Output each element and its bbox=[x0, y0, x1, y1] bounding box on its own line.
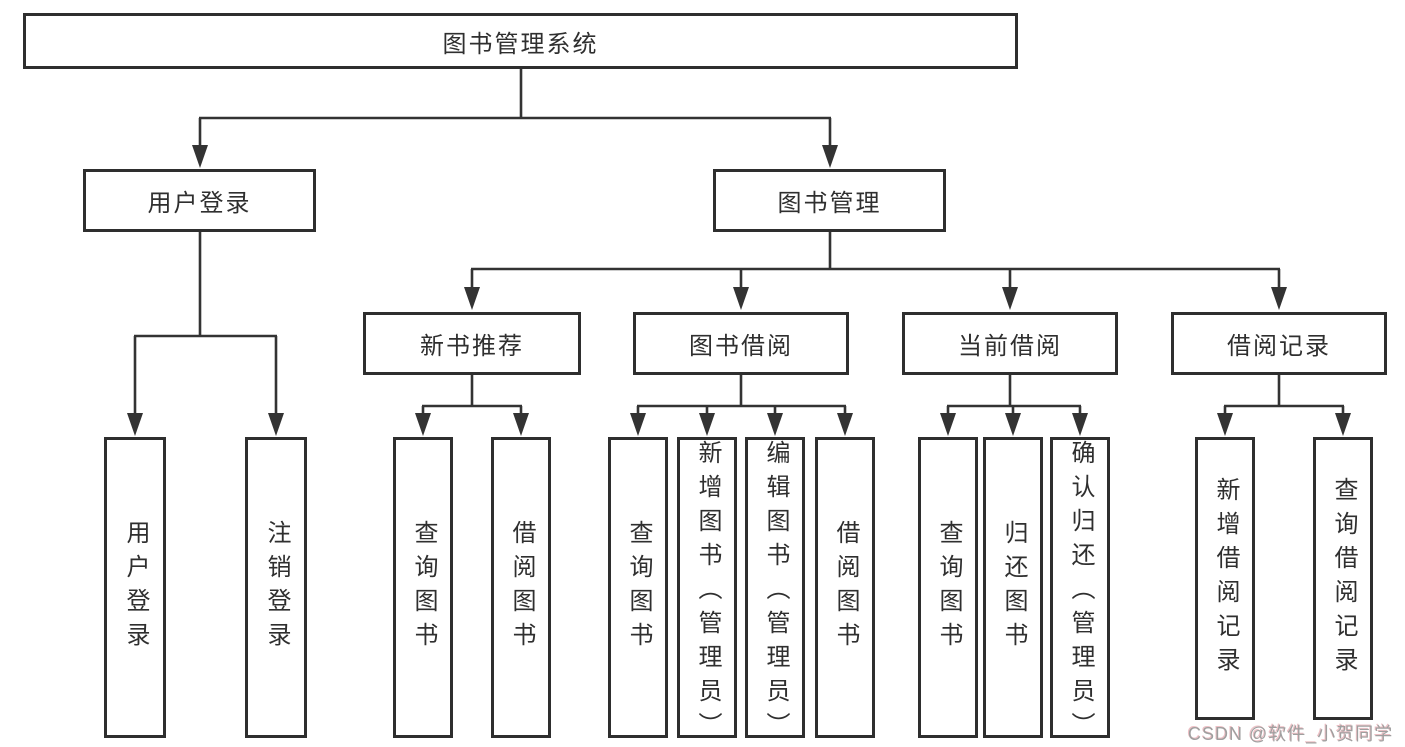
leaf-query-books-borrowing: 查询图书 bbox=[608, 437, 668, 738]
node-label: 借阅记录 bbox=[1227, 333, 1331, 360]
node-label: 确认归还（管理员） bbox=[1067, 440, 1094, 746]
node-label: 用户登录 bbox=[147, 190, 252, 217]
leaf-add-borrowing-record: 新增借阅记录 bbox=[1195, 437, 1255, 720]
node-new-book-recommendation: 新书推荐 bbox=[363, 312, 581, 375]
node-label: 新书推荐 bbox=[420, 333, 524, 360]
node-label: 新增图书（管理员） bbox=[694, 440, 721, 746]
node-label: 借阅图书 bbox=[832, 519, 859, 656]
arrow-down-icon bbox=[1217, 413, 1233, 436]
arrow-down-icon bbox=[822, 145, 838, 168]
arrow-down-icon bbox=[192, 145, 208, 168]
arrow-down-icon bbox=[630, 413, 646, 436]
node-label: 借阅图书 bbox=[508, 519, 535, 656]
node-current-borrowing: 当前借阅 bbox=[902, 312, 1118, 375]
csdn-watermark: CSDN @软件_小贺同学 bbox=[1188, 724, 1394, 744]
arrow-down-icon bbox=[699, 413, 715, 436]
arrow-down-icon bbox=[940, 413, 956, 436]
arrow-down-icon bbox=[268, 413, 284, 436]
leaf-confirm-return-admin: 确认归还（管理员） bbox=[1050, 437, 1110, 746]
arrow-down-icon bbox=[837, 413, 853, 436]
connector-new-book-recommendation-to-leaves bbox=[415, 375, 529, 436]
node-label: 新增借阅记录 bbox=[1212, 476, 1239, 681]
arrow-down-icon bbox=[1271, 287, 1287, 310]
node-label: 图书管理 bbox=[777, 190, 882, 217]
node-borrowing-records: 借阅记录 bbox=[1171, 312, 1387, 375]
arrow-down-icon bbox=[1002, 287, 1018, 310]
node-library-management-system: 图书管理系统 bbox=[23, 13, 1018, 69]
node-user-login: 用户登录 bbox=[83, 169, 316, 232]
node-book-management: 图书管理 bbox=[713, 169, 946, 232]
node-label: 图书借阅 bbox=[689, 333, 793, 360]
node-label: 用户登录 bbox=[122, 519, 149, 656]
arrow-down-icon bbox=[464, 287, 480, 310]
leaf-borrow-books-borrowing: 借阅图书 bbox=[815, 437, 875, 738]
arrow-down-icon bbox=[127, 413, 143, 436]
leaf-logout-login: 注销登录 bbox=[245, 437, 307, 738]
connector-book-borrowing-to-leaves bbox=[630, 375, 853, 436]
arrow-down-icon bbox=[1072, 413, 1088, 436]
connector-root-to-level2 bbox=[192, 68, 838, 168]
arrow-down-icon bbox=[733, 287, 749, 310]
leaf-query-books-current: 查询图书 bbox=[918, 437, 978, 738]
leaf-return-books: 归还图书 bbox=[983, 437, 1043, 738]
node-label: 查询图书 bbox=[625, 519, 652, 656]
node-label: 查询借阅记录 bbox=[1330, 476, 1357, 681]
node-label: 编辑图书（管理员） bbox=[762, 440, 789, 746]
arrow-down-icon bbox=[513, 413, 529, 436]
node-label: 查询图书 bbox=[410, 519, 437, 656]
connector-user-login-to-leaves bbox=[127, 232, 284, 436]
node-book-borrowing: 图书借阅 bbox=[633, 312, 849, 375]
connector-borrowing-records-to-leaves bbox=[1217, 375, 1351, 436]
node-label: 查询图书 bbox=[935, 519, 962, 656]
leaf-add-books-admin: 新增图书（管理员） bbox=[677, 437, 737, 746]
node-label: 归还图书 bbox=[1000, 519, 1027, 656]
leaf-borrow-books-recommendation: 借阅图书 bbox=[491, 437, 551, 738]
node-label: 当前借阅 bbox=[958, 333, 1062, 360]
leaf-query-borrowing-record: 查询借阅记录 bbox=[1313, 437, 1373, 720]
arrow-down-icon bbox=[1005, 413, 1021, 436]
leaf-user-login: 用户登录 bbox=[104, 437, 166, 738]
connector-current-borrowing-to-leaves bbox=[940, 375, 1088, 436]
leaf-query-books-recommendation: 查询图书 bbox=[393, 437, 453, 738]
node-label: 图书管理系统 bbox=[442, 30, 599, 58]
node-label: 注销登录 bbox=[263, 519, 290, 656]
leaf-edit-books-admin: 编辑图书（管理员） bbox=[745, 437, 805, 746]
arrow-down-icon bbox=[1335, 413, 1351, 436]
connector-book-management-to-level3 bbox=[464, 232, 1287, 310]
arrow-down-icon bbox=[767, 413, 783, 436]
arrow-down-icon bbox=[415, 413, 431, 436]
